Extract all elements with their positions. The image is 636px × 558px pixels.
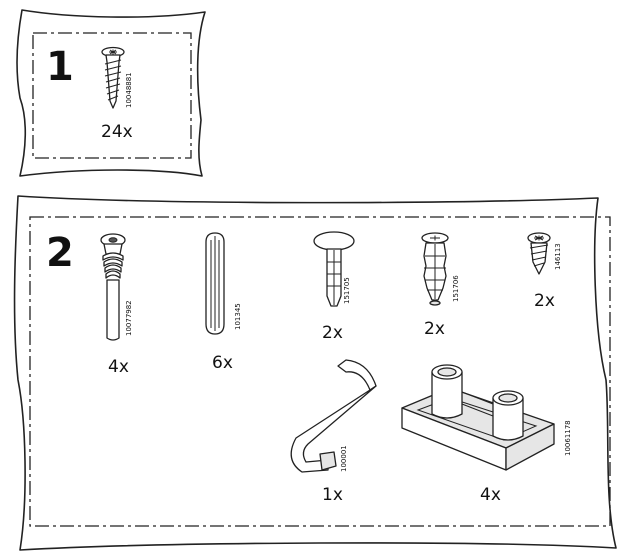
qty-wall-plug: 2x bbox=[424, 319, 445, 339]
step-2-seal-line bbox=[29, 216, 611, 527]
plastic-foot-icon bbox=[401, 364, 555, 471]
qty-allen-key: 1x bbox=[322, 485, 343, 505]
step-2-bag: 2 10077982 4x 101345 6x 151705 2x bbox=[13, 195, 617, 551]
part-code-10048881: 10048881 bbox=[125, 72, 133, 108]
part-code-146113: 146113 bbox=[554, 243, 562, 270]
qty-plastic-foot: 4x bbox=[480, 485, 501, 505]
qty-plastic-plug: 2x bbox=[322, 323, 343, 343]
plastic-plug-icon bbox=[313, 231, 355, 307]
step-1-bag: 1 10048881 24x bbox=[16, 9, 206, 177]
part-code-151705: 151705 bbox=[343, 277, 351, 304]
part-code-151706: 151706 bbox=[452, 275, 460, 302]
wall-plug-icon bbox=[421, 232, 449, 306]
qty-wooden-dowel: 6x bbox=[212, 353, 233, 373]
part-code-101345: 101345 bbox=[234, 303, 242, 330]
wooden-dowel-icon bbox=[205, 232, 225, 335]
qty-small-screw: 2x bbox=[534, 291, 555, 311]
part-code-10061178: 10061178 bbox=[564, 420, 572, 456]
step-1-number: 1 bbox=[46, 44, 74, 90]
screw-icon bbox=[101, 46, 125, 109]
part-code-100001: 100001 bbox=[340, 445, 348, 472]
allen-key-icon bbox=[290, 359, 377, 473]
step-1-bag-outline bbox=[16, 9, 206, 177]
step-2-bag-outline bbox=[13, 195, 617, 551]
step-2-number: 2 bbox=[46, 230, 74, 276]
step-1-seal-line bbox=[32, 32, 192, 159]
cam-bolt-icon bbox=[100, 233, 126, 341]
qty-step1-screw: 24x bbox=[101, 122, 133, 142]
small-screw-icon bbox=[527, 232, 551, 275]
qty-cam-bolt: 4x bbox=[108, 357, 129, 377]
part-code-10077982: 10077982 bbox=[125, 300, 133, 336]
